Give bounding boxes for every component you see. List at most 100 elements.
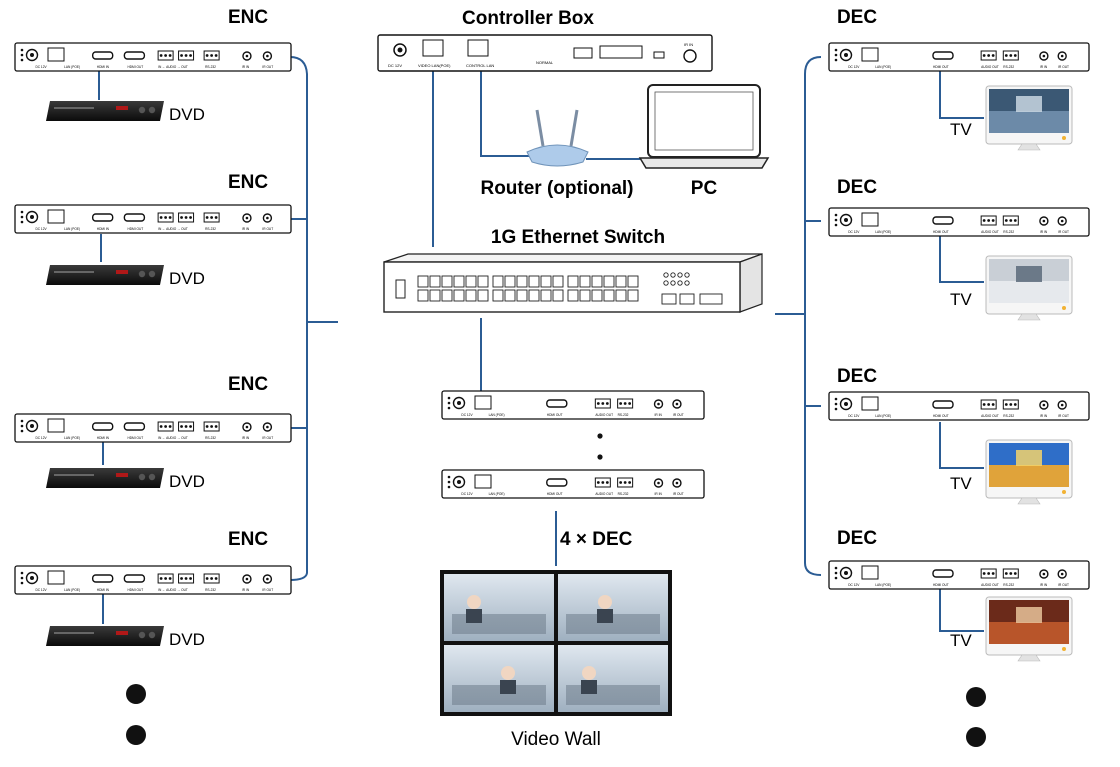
- port-label: HDMI IN: [97, 588, 110, 592]
- port-label: RS-232: [1003, 583, 1014, 587]
- ir-port: [242, 422, 252, 432]
- port-label: DC 12V: [461, 492, 473, 496]
- tv-label: TV: [950, 631, 972, 650]
- hdmi-port: [123, 422, 146, 431]
- port-label: HDMI OUT: [933, 414, 949, 418]
- ir-port: [1057, 51, 1067, 61]
- port-label: IR OUT: [262, 65, 273, 69]
- controller-chassis: [377, 34, 713, 72]
- status-led: [677, 280, 683, 286]
- ir-port: [242, 574, 252, 584]
- laptop-base: [638, 157, 770, 169]
- more-encoders-dot: [126, 684, 146, 704]
- switch-port: [453, 275, 465, 288]
- port-label: IR IN: [242, 588, 250, 592]
- port-label: RS-232: [1003, 230, 1014, 234]
- port-label: HDMI IN: [97, 65, 110, 69]
- more-decoders-dot: [966, 687, 986, 707]
- dvd-player: [46, 265, 164, 285]
- ir-port: [242, 213, 252, 223]
- port-label: IR IN: [242, 65, 250, 69]
- lan-port: [861, 565, 879, 580]
- dvd-label: DVD: [169, 269, 205, 288]
- device-chassis: [14, 413, 292, 443]
- port-label: IR IN: [655, 492, 663, 496]
- terminal-block: [1002, 215, 1019, 226]
- connection-line: [939, 587, 984, 632]
- terminal-block: [980, 50, 997, 61]
- port-label: IN ← AUDIO → OUT: [158, 588, 188, 592]
- decoder-title: DEC: [837, 528, 877, 549]
- ir-port: [653, 399, 664, 409]
- more-encoders-dot: [126, 725, 146, 745]
- port-label: HDMI OUT: [933, 65, 949, 69]
- tv-stand: [1017, 143, 1041, 151]
- terminal-block: [157, 421, 174, 432]
- port-label: HDMI OUT: [933, 583, 949, 587]
- pc-laptop: PC: [638, 84, 770, 199]
- port-label: DC 12V: [848, 583, 860, 587]
- device-chassis: [828, 391, 1090, 421]
- ir-port: [672, 399, 682, 409]
- tv-label: TV: [950, 290, 972, 309]
- port-label: IN ← AUDIO → OUT: [158, 436, 188, 440]
- terminal-block: [617, 398, 634, 409]
- port-label: LAN (POE): [489, 413, 505, 417]
- port-label: IR OUT: [673, 492, 684, 496]
- switch-port: [465, 275, 477, 288]
- device-chassis: [14, 42, 292, 72]
- lan-port: [861, 396, 879, 411]
- device-chassis: [828, 42, 1090, 72]
- port-label: IR IN: [242, 436, 250, 440]
- switch-port: [579, 275, 591, 288]
- ir-port: [1057, 569, 1067, 579]
- ir-port: [262, 422, 273, 432]
- dvd-player-body: [46, 468, 164, 488]
- controller-box: Controller Box DC 12V VIDEO LAN(POE) CON…: [377, 8, 713, 72]
- switch-port: [552, 275, 564, 288]
- port-label: RS-232: [205, 65, 216, 69]
- switch-port: [579, 289, 591, 302]
- port-label: HDMI OUT: [127, 65, 143, 69]
- tv-display: [985, 439, 1073, 505]
- connection-line: [939, 235, 984, 283]
- hdmi-port: [91, 422, 114, 431]
- port-label: LAN (POE): [489, 492, 505, 496]
- port-label: IR IN: [1040, 65, 1048, 69]
- switch-port: [540, 275, 552, 288]
- port-label: HDMI OUT: [547, 492, 563, 496]
- ir-port: [242, 51, 252, 61]
- port-label: HDMI OUT: [547, 413, 563, 417]
- device-chassis: [14, 204, 292, 234]
- port-label: DC 12V: [848, 230, 860, 234]
- switch-port: [417, 275, 429, 288]
- ir-port: [683, 49, 697, 63]
- ethernet-switch: 1G Ethernet Switch: [383, 227, 763, 313]
- lan-port: [474, 395, 492, 410]
- port-label: HDMI IN: [97, 436, 110, 440]
- hdmi-port: [932, 51, 954, 60]
- wall-count-label: 4 × DEC: [560, 529, 633, 550]
- port-label-control-lan: CONTROL LAN: [466, 63, 494, 68]
- port-label: AUDIO OUT: [595, 413, 613, 417]
- control-lan-port: [467, 39, 489, 57]
- switch-port: [465, 289, 477, 302]
- tv-label: TV: [950, 120, 972, 139]
- terminal-block: [203, 212, 220, 223]
- ir-port: [1057, 216, 1067, 226]
- lan-port: [47, 209, 65, 224]
- switch-port: [627, 275, 639, 288]
- switch-port: [603, 275, 615, 288]
- terminal-block: [203, 421, 220, 432]
- device-chassis: [441, 469, 705, 499]
- terminal-block: [1002, 50, 1019, 61]
- switch-port: [429, 275, 441, 288]
- switch-port: [441, 289, 453, 302]
- hdmi-port: [932, 216, 954, 225]
- hdmi-port: [546, 478, 568, 487]
- port-label-video-lan: VIDEO LAN(POE): [418, 63, 451, 68]
- dc-jack: [25, 419, 39, 433]
